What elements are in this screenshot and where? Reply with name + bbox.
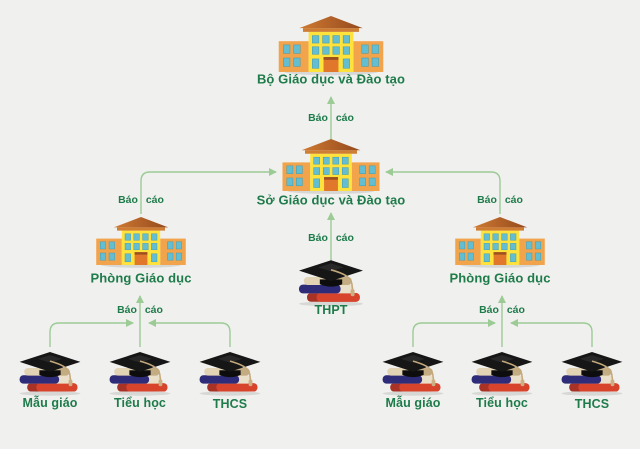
node-label-thpt: THPT xyxy=(314,303,348,317)
school-building-icon xyxy=(452,217,548,268)
graduation-books-icon xyxy=(291,257,371,307)
connector-thcs-right-branch xyxy=(510,319,593,347)
edge-label-bao-cao: Báo cáo xyxy=(477,194,523,206)
graduation-books-icon xyxy=(375,349,451,396)
node-label-phong-giao-duc-right: Phòng Giáo dục xyxy=(449,270,551,286)
graduation-books-icon xyxy=(12,349,88,396)
graduation-books-icon xyxy=(102,349,178,396)
graduation-books-icon xyxy=(464,349,540,396)
node-label-mau-giao-right: Mẫu giáo xyxy=(385,396,441,410)
node-label-thcs-left: THCS xyxy=(212,397,248,411)
edge-label-bao-cao: Báo cáo xyxy=(118,194,164,206)
graduation-books-icon xyxy=(554,349,630,396)
connector-mau-giao-left-branch xyxy=(49,319,134,347)
node-label-so-giao-duc: Sở Giáo dục và Đào tạo xyxy=(256,192,406,208)
node-label-tieu-hoc-left: Tiểu học xyxy=(114,396,166,410)
node-label-mau-giao-left: Mẫu giáo xyxy=(22,396,78,410)
school-building-icon xyxy=(279,139,383,194)
node-label-tieu-hoc-right: Tiểu học xyxy=(476,396,528,410)
school-building-icon xyxy=(275,16,387,76)
edge-label-bao-cao: Báo cáo xyxy=(479,304,525,316)
connector-mau-giao-right-branch xyxy=(412,319,496,347)
node-label-bo-giao-duc: Bộ Giáo dục và Đào tạo xyxy=(256,71,406,87)
edge-label-bao-cao: Báo cáo xyxy=(308,112,354,124)
node-label-phong-giao-duc-left: Phòng Giáo dục xyxy=(90,270,192,286)
edge-label-bao-cao: Báo cáo xyxy=(117,304,163,316)
graduation-books-icon xyxy=(192,349,268,396)
school-building-icon xyxy=(93,217,189,268)
edge-label-bao-cao: Báo cáo xyxy=(308,232,354,244)
connector-thcs-left-branch xyxy=(148,319,231,347)
node-label-thcs-right: THCS xyxy=(574,397,610,411)
